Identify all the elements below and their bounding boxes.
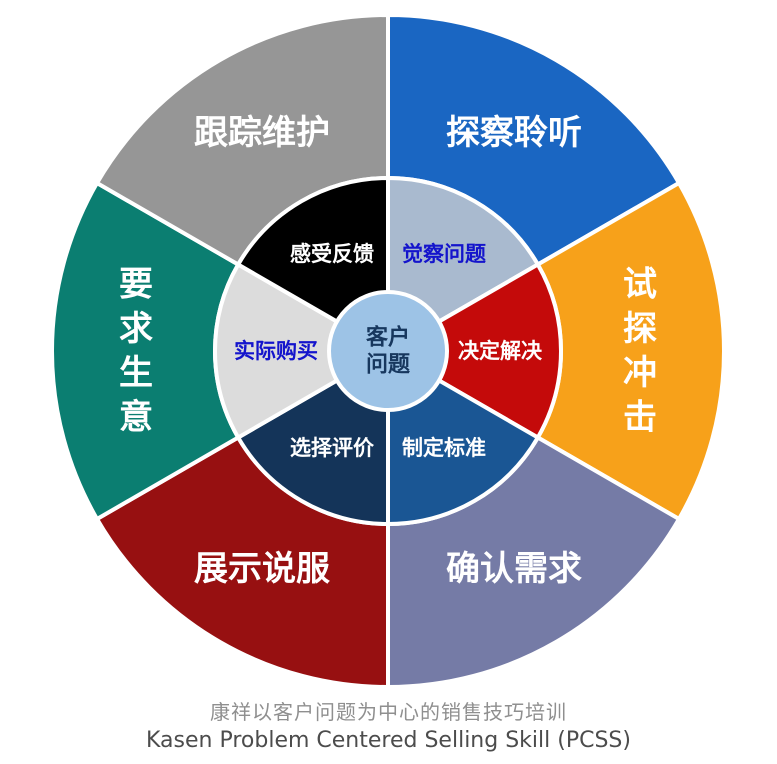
inner-label-decide-solve: 决定解决 <box>458 339 543 363</box>
outer-label-ask-for-business: 要求生意 <box>119 265 153 438</box>
inner-label-set-criteria: 制定标准 <box>402 436 486 460</box>
outer-label-confirm-needs: 确认需求 <box>446 549 582 589</box>
inner-label-aware-problem: 觉察问题 <box>402 242 487 266</box>
outer-label-follow-up-maintain: 跟踪维护 <box>194 113 330 153</box>
outer-label-probe-listen: 探察聆听 <box>446 113 582 153</box>
outer-label-test-impact: 试探冲击 <box>623 265 657 438</box>
caption-chinese: 康祥以客户问题为中心的销售技巧培训 <box>210 700 567 724</box>
inner-label-actual-purchase: 实际购买 <box>234 339 318 363</box>
center-circle-customer-problem <box>327 290 449 412</box>
inner-label-feel-feedback: 感受反馈 <box>290 242 374 266</box>
inner-label-evaluate-options: 选择评价 <box>290 436 375 460</box>
center-label-customer-problem: 客户问题 <box>366 324 411 377</box>
outer-label-present-persuade: 展示说服 <box>194 549 330 589</box>
caption-english: Kasen Problem Centered Selling Skill (PC… <box>146 728 631 753</box>
